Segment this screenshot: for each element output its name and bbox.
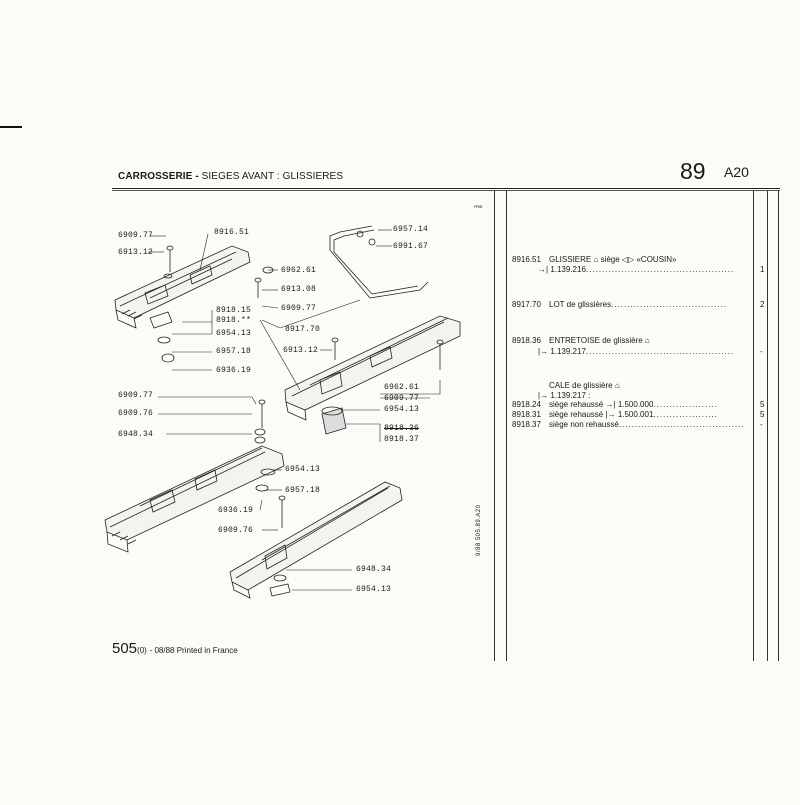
callout-label: 6954.13 [216, 329, 252, 338]
serial-number: 1.500.000 [617, 400, 654, 409]
page-title: CARROSSERIE - SIEGES AVANT : GLISSIERES [118, 171, 343, 182]
callout-label: 6909.76 [218, 526, 254, 535]
linking-bar [329, 225, 429, 299]
part-description: ENTRETOISE de glissière [549, 336, 643, 345]
side-reference: 9/88 505.89.A20 [476, 504, 482, 556]
title-subsection: SIEGES AVANT : GLISSIERES [201, 171, 344, 182]
up-to-arrow-icon: →| [538, 265, 549, 274]
callout-label: 6909.77 [281, 304, 317, 313]
part-description: siège non rehaussé [549, 420, 619, 429]
callout-label: 6957.14 [393, 225, 429, 234]
callout-label: 8917.70 [285, 325, 321, 334]
part-quantity: 1 [760, 265, 765, 274]
seat-icon: ⌂ [593, 255, 599, 264]
part-description: siège rehaussé [549, 410, 604, 419]
part-quantity: - [760, 347, 763, 356]
scan-edge-mark [0, 126, 22, 128]
seat-icon: ⌂ [614, 381, 620, 390]
callout-label: 6962.61 [384, 383, 420, 392]
serial-number: 1.500.001 [617, 410, 654, 419]
column-divider [494, 191, 495, 661]
callout-label: 6913.12 [283, 346, 319, 355]
spacer-block [321, 406, 347, 435]
part-reference: 8916.51 [512, 255, 541, 264]
part-quantity: 5 [760, 400, 765, 409]
part-description: LOT de glissières [549, 300, 612, 309]
part-description: siège [600, 255, 620, 264]
callout-label: 6954.13 [356, 585, 392, 594]
part-description: siège rehaussé [549, 400, 604, 409]
callout-label: 8916.51 [214, 228, 250, 237]
part-reference: 8918.37 [512, 420, 541, 429]
callout-label: 6909.76 [118, 409, 154, 418]
callout-label: 6909.77 [118, 231, 154, 240]
rail-lower-left [104, 445, 285, 553]
footer-model: 505 [112, 640, 138, 657]
corner-mark: ᴾᴾᴷᴮ [474, 205, 483, 211]
callout-label: 8918.** [216, 316, 252, 325]
page-suffix: A20 [724, 164, 749, 180]
footer-model-suffix: (0) [137, 646, 147, 655]
column-divider [767, 191, 768, 661]
page-footer: 505(0) - 08/88 Printed in France [112, 640, 238, 657]
page-number: 89 [680, 158, 706, 184]
serial-number: 1.139.217 : [550, 391, 591, 400]
part-reference: 8918.36 [512, 336, 541, 345]
title-section: CARROSSERIE - [118, 171, 199, 182]
part-quantity: - [760, 420, 763, 429]
header-rule [112, 188, 780, 189]
parts-list-subrow: |→ 1.139.217 : [538, 391, 590, 400]
part-description: CALE de glissière [549, 381, 613, 390]
callout-label: 6909.77 [118, 391, 154, 400]
header-rule-secondary [112, 190, 780, 191]
callout-label: 6957.18 [216, 347, 252, 356]
callout-label-struck: 8918.36 [384, 424, 420, 433]
rail-lower-right [229, 481, 403, 599]
parts-list-subrow: →| 1.139.216............................… [538, 265, 735, 274]
column-divider [506, 191, 507, 661]
callout-label: 6936.19 [216, 366, 252, 375]
footer-print-info: - 08/88 Printed in France [149, 646, 238, 655]
part-reference: 8918.24 [512, 400, 541, 409]
callout-label: 6948.34 [118, 430, 154, 439]
parts-list-row: 8916.51 GLISSIERE ⌂ siège ◁▷ «COUSIN» [512, 255, 757, 264]
parts-list-subrow: |→ 1.139.217............................… [538, 347, 735, 356]
double-arrow-icon: ◁▷ [621, 255, 635, 264]
callout-label: 6913.12 [118, 248, 154, 257]
callout-label: 6948.34 [356, 565, 392, 574]
up-to-arrow-icon: →| [605, 400, 616, 409]
from-arrow-icon: |→ [605, 410, 616, 419]
parts-list-row: 8918.36 ENTRETOISE de glissière ⌂ [512, 336, 757, 345]
part-description: GLISSIERE [549, 255, 592, 264]
part-description: «COUSIN» [636, 255, 677, 264]
part-quantity: 2 [760, 300, 765, 309]
parts-list-group-heading: CALE de glissière ⌂ [549, 381, 620, 390]
callout-label: 6936.19 [218, 506, 254, 515]
part-reference: 8918.31 [512, 410, 541, 419]
callout-label: 6962.61 [281, 266, 317, 275]
column-divider [778, 191, 779, 661]
callout-label: 6909.77 [384, 394, 420, 403]
column-divider [753, 191, 754, 661]
seat-icon: ⌂ [644, 336, 650, 345]
serial-number: 1.139.217 [550, 347, 586, 356]
callout-label: 8918.37 [384, 435, 420, 444]
hardware-group [149, 245, 444, 597]
from-arrow-icon: |→ [538, 347, 549, 356]
callout-label: 6954.13 [384, 405, 420, 414]
callout-label: 6913.08 [281, 285, 317, 294]
callout-label: 8918.15 [216, 306, 252, 315]
serial-number: 1.139.216 [550, 265, 586, 274]
part-quantity: 5 [760, 410, 765, 419]
callout-label: 6991.67 [393, 242, 429, 251]
part-reference: 8917.70 [512, 300, 541, 309]
callout-label: 6957.18 [285, 486, 321, 495]
callout-label: 6954.13 [285, 465, 321, 474]
from-arrow-icon: |→ [538, 391, 549, 400]
